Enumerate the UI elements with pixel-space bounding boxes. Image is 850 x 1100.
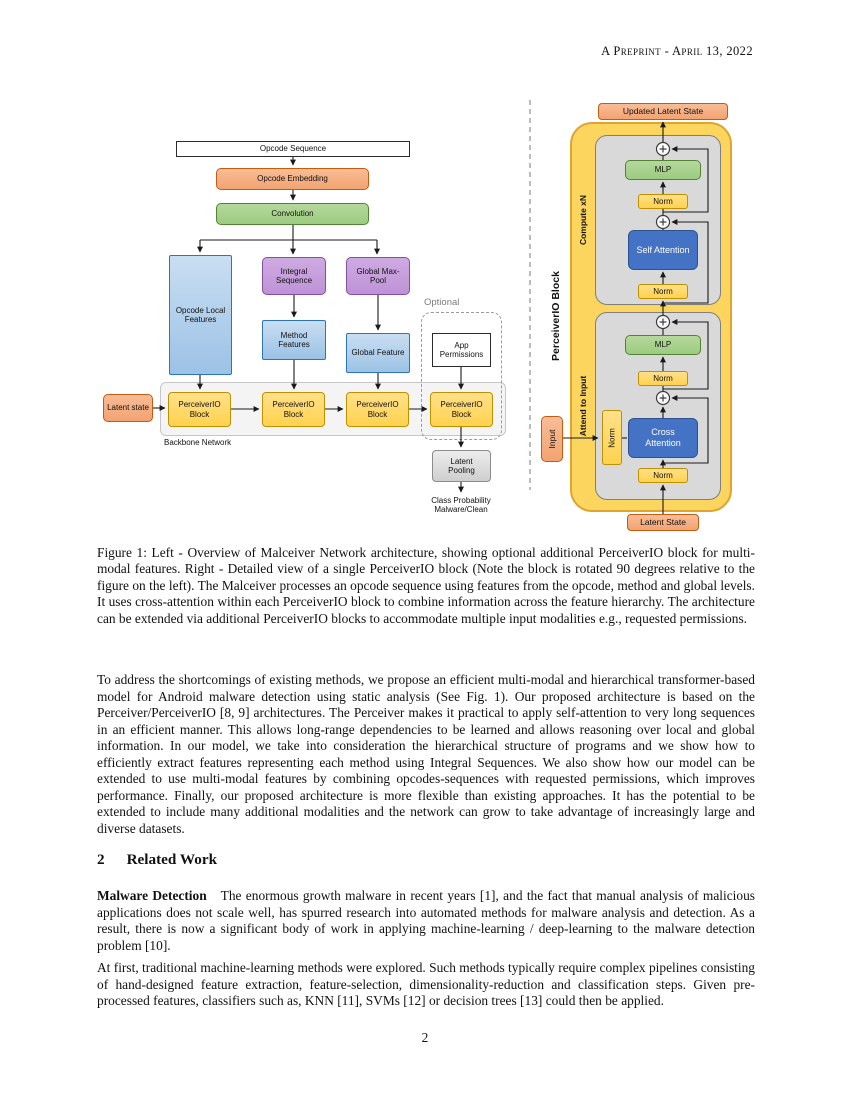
malware-detection-lead: Malware Detection bbox=[97, 888, 207, 903]
backbone-network-label: Backbone Network bbox=[164, 438, 232, 447]
norm-node-4: Norm bbox=[638, 468, 688, 483]
cross-attention-node: Cross Attention bbox=[628, 418, 698, 458]
convolution-node: Convolution bbox=[216, 203, 369, 225]
section-heading: 2 Related Work bbox=[97, 851, 217, 869]
optional-label: Optional bbox=[424, 297, 460, 308]
opcode-embedding-node: Opcode Embedding bbox=[216, 168, 369, 190]
intro-paragraph: To address the shortcomings of existing … bbox=[97, 672, 755, 836]
input-node: Input bbox=[541, 416, 563, 462]
app-permissions-node: App Permissions bbox=[432, 333, 491, 367]
perceiver-block-4: PerceiverIO Block bbox=[430, 392, 493, 427]
norm-node-vertical: Norm bbox=[602, 410, 622, 465]
page-number: 2 bbox=[421, 1030, 429, 1045]
norm-node-1: Norm bbox=[638, 194, 688, 209]
opcode-local-features-node: Opcode Local Features bbox=[169, 255, 232, 375]
self-attention-node: Self Attention bbox=[628, 230, 698, 270]
attend-to-input-label: Attend to Input bbox=[578, 375, 588, 437]
norm-node-2: Norm bbox=[638, 284, 688, 299]
updated-latent-state-node: Updated Latent State bbox=[598, 103, 728, 120]
global-feature-node: Global Feature bbox=[346, 333, 410, 373]
compute-xn-label: Compute xN bbox=[578, 194, 588, 246]
running-header: A Preprint - April 13, 2022 bbox=[601, 44, 753, 58]
method-features-node: Method Features bbox=[262, 320, 326, 360]
opcode-sequence-node: Opcode Sequence bbox=[176, 141, 410, 157]
figure-caption: Figure 1: Left - Overview of Malceiver N… bbox=[97, 545, 755, 626]
machine-learning-paragraph: At first, traditional machine-learning m… bbox=[97, 960, 755, 1008]
perceiver-block-2: PerceiverIO Block bbox=[262, 392, 325, 427]
perceiverio-block-side-label: PerceiverIO Block bbox=[550, 271, 562, 361]
perceiver-block-1: PerceiverIO Block bbox=[168, 392, 231, 427]
latent-pooling-node: Latent Pooling bbox=[432, 450, 491, 482]
mlp-node-compute: MLP bbox=[625, 160, 701, 180]
class-probability-label: Class Probability Malware/Clean bbox=[431, 496, 491, 514]
malware-detection-text: The enormous growth malware in recent ye… bbox=[97, 888, 755, 953]
section-number: 2 bbox=[97, 851, 105, 868]
latent-state-input-node: Latent State bbox=[627, 514, 699, 531]
figure-1-diagram: Opcode Sequence Opcode Embedding Convolu… bbox=[0, 0, 850, 540]
mlp-node-attend: MLP bbox=[625, 335, 701, 355]
perceiver-block-3: PerceiverIO Block bbox=[346, 392, 409, 427]
integral-sequence-node: Integral Sequence bbox=[262, 257, 326, 295]
global-max-pool-node: Global Max-Pool bbox=[346, 257, 410, 295]
section-title: Related Work bbox=[126, 851, 218, 868]
latent-state-node: Latent state bbox=[103, 394, 153, 422]
norm-node-3: Norm bbox=[638, 371, 688, 386]
